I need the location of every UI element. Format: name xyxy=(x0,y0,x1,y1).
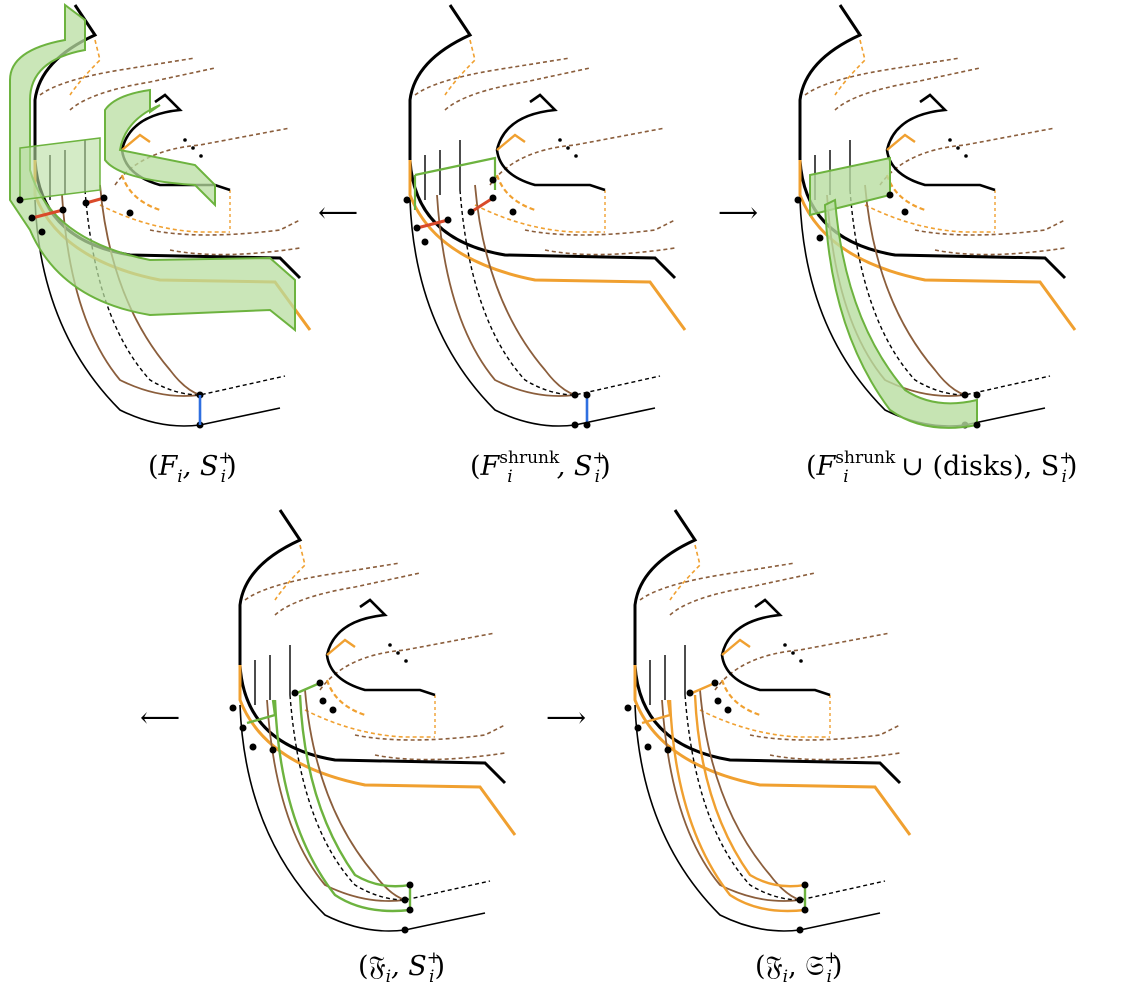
green-surface-band xyxy=(9,3,296,333)
green-inner-band xyxy=(104,88,216,208)
arrow-right-bottom: ⟶ xyxy=(546,701,586,734)
green-box-outline xyxy=(414,156,497,190)
dots xyxy=(229,679,414,914)
orange-arc-right xyxy=(691,681,716,695)
caption-frak-f-frak-s: (𝔉i, 𝔖+i) xyxy=(755,948,842,987)
panel-f-i xyxy=(9,3,312,430)
dots xyxy=(403,176,591,429)
green-curve-inner xyxy=(298,694,411,888)
green-curve-outer xyxy=(273,699,411,913)
green-panel-plane xyxy=(19,137,101,201)
panel-f-shrunk xyxy=(403,3,687,430)
green-box-filled xyxy=(809,156,891,217)
caption-frak-f-s: (𝔉i, S+i) xyxy=(358,948,445,987)
green-arc-right xyxy=(296,681,321,695)
arrow-left-top: ⟵ xyxy=(318,196,358,229)
panel-frak-f-s xyxy=(229,508,517,935)
orange-curve-inner xyxy=(693,694,806,888)
green-arc-top xyxy=(246,699,277,725)
arrow-right-top: ⟶ xyxy=(718,196,758,229)
caption-f-i: (Fi, S+i) xyxy=(148,448,237,487)
red-arc-left xyxy=(31,208,64,220)
panel-f-shrunk-disks xyxy=(794,3,1077,430)
red-arc-right xyxy=(470,196,494,214)
panel-frak-f-frak-s xyxy=(624,508,912,935)
dots xyxy=(794,191,981,429)
dots xyxy=(624,679,809,914)
dots xyxy=(16,194,134,236)
orange-arc-top xyxy=(641,699,672,725)
orange-curve-outer xyxy=(668,699,806,913)
red-arc-left xyxy=(416,218,449,230)
arrow-left-bottom: ⟵ xyxy=(140,701,180,734)
